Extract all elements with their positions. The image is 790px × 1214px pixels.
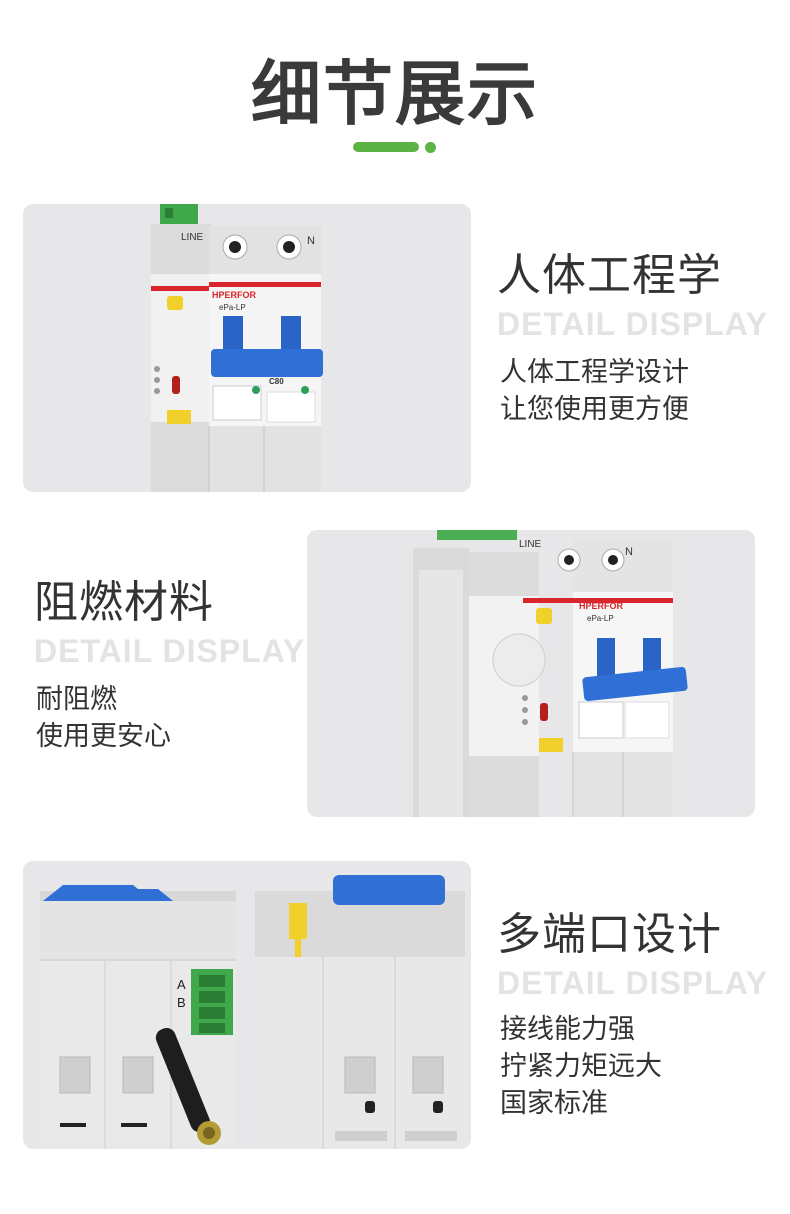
section-heading: 多端口设计 (497, 909, 722, 960)
product-photo-flame-retardant: LINE N HPERFOR ePa-LP (307, 530, 755, 817)
title-underline-dot (425, 142, 436, 153)
section-description: 接线能力强 拧紧力矩远大 国家标准 (500, 1011, 662, 1122)
product-photo-ergonomics: LINE HPERFOR ePa-LP N C80 (23, 204, 471, 492)
description-line: 国家标准 (500, 1088, 608, 1119)
section-subtitle: DETAIL DISPLAY (34, 633, 306, 669)
section-description: 人体工程学设计 让您使用更方便 (500, 354, 689, 428)
line-terminal-label: LINE (181, 232, 204, 243)
svg-text:LINE: LINE (519, 539, 542, 550)
page-title: 细节展示 (251, 53, 539, 135)
svg-text:ePa-LP: ePa-LP (219, 303, 246, 312)
description-line: 使用更安心 (36, 721, 171, 752)
svg-text:ePa-LP: ePa-LP (587, 614, 614, 623)
description-line: 拧紧力矩远大 (500, 1051, 662, 1082)
section-heading: 人体工程学 (497, 250, 722, 301)
svg-text:C80: C80 (269, 377, 284, 386)
description-line: 让您使用更方便 (500, 394, 689, 425)
description-line: 人体工程学设计 (500, 357, 689, 388)
section-subtitle: DETAIL DISPLAY (497, 306, 769, 342)
svg-text:HPERFOR: HPERFOR (579, 601, 624, 611)
svg-text:N: N (625, 546, 633, 558)
section-subtitle: DETAIL DISPLAY (497, 965, 769, 1001)
description-line: 耐阻燃 (36, 684, 117, 715)
svg-text:HPERFOR: HPERFOR (212, 290, 257, 300)
svg-text:A: A (177, 977, 186, 992)
title-underline-bar (353, 142, 419, 152)
description-line: 接线能力强 (500, 1014, 635, 1045)
svg-text:B: B (177, 995, 186, 1010)
section-heading: 阻燃材料 (34, 577, 214, 628)
product-photo-multi-port: A B (23, 861, 471, 1149)
section-description: 耐阻燃 使用更安心 (36, 681, 171, 755)
svg-text:N: N (307, 235, 315, 247)
